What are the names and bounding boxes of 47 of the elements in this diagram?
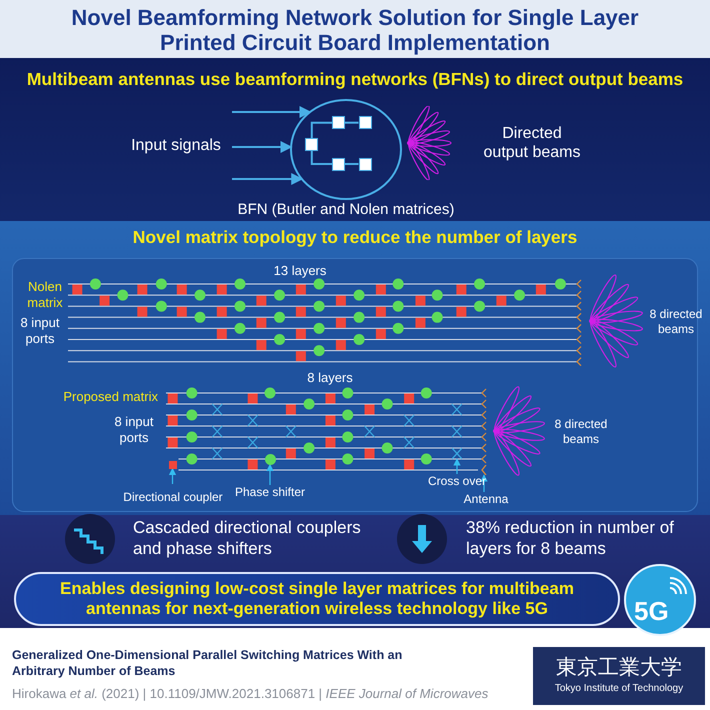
label-text: Cross over xyxy=(415,474,499,489)
affiliation-name: 東京工業大学 xyxy=(555,655,683,681)
paper-title: Generalized One-Dimensional Parallel Switching Matrices With an Arbitrary Number of Beams xyxy=(12,648,404,680)
label-text: Proposed matrix xyxy=(62,389,158,406)
banner: Enables designing low-cost single layer matrices for multibeam antennas for next-generation wireless technology like 5G xyxy=(14,572,620,626)
label-text: 38% reduction in number of layers for 8 beams xyxy=(466,517,675,560)
label-text: 8 directed beams xyxy=(648,307,704,337)
leader-line xyxy=(266,464,274,485)
label-text: 8 directed beams xyxy=(554,417,608,447)
label-text: 8 input ports xyxy=(19,315,61,348)
arrow xyxy=(232,173,304,185)
connector-line xyxy=(345,122,358,124)
label-text: 13 layers xyxy=(272,263,328,280)
label-text: Input signals xyxy=(120,105,232,186)
arrow xyxy=(232,106,312,118)
title: Novel Beamforming Network Solution for Single Layer Printed Circuit Board Implementation xyxy=(70,5,640,55)
label-text: Directional coupler xyxy=(123,484,223,510)
connector-line xyxy=(310,122,332,138)
label-text: Directed output beams xyxy=(482,124,582,162)
leader-line xyxy=(168,468,176,484)
square-block xyxy=(332,158,346,170)
square-block xyxy=(332,116,346,130)
antenna-mark xyxy=(481,465,487,475)
arrow xyxy=(232,141,292,153)
connector-line xyxy=(345,163,358,165)
section-heading: Novel matrix topology to reduce the number of layers xyxy=(132,227,578,248)
square-block xyxy=(305,138,318,151)
section-panel xyxy=(0,58,710,221)
section-heading: Multibeam antennas use beamforming networks (BFNs) to direct output beams xyxy=(26,69,684,90)
leader-line xyxy=(480,474,488,492)
citation-text: Hirokawa et al. (2021) | 10.1109/JMW.2021.3106871 | IEEE Journal of Microwaves xyxy=(12,686,490,702)
badge-text: 5G xyxy=(634,596,669,627)
square-block xyxy=(358,116,372,130)
affiliation-subtitle: Tokyo Institute of Technology xyxy=(554,683,684,694)
leader-line xyxy=(453,458,461,474)
section-panel xyxy=(0,221,710,515)
connector-line xyxy=(310,151,332,165)
label-text: Cascaded directional couplers and phase shifters xyxy=(133,517,362,560)
crossover-mark xyxy=(452,448,462,459)
square-block xyxy=(358,158,372,170)
label-text: Phase shifter xyxy=(225,485,315,500)
affiliation-panel xyxy=(533,647,705,705)
label-text: Antenna xyxy=(455,492,517,507)
label-text: 8 input ports xyxy=(113,414,155,446)
label-text: Nolen matrix xyxy=(26,279,64,312)
label-text: 8 layers xyxy=(306,370,354,386)
caption-text: BFN (Butler and Nolen matrices) xyxy=(236,201,456,218)
